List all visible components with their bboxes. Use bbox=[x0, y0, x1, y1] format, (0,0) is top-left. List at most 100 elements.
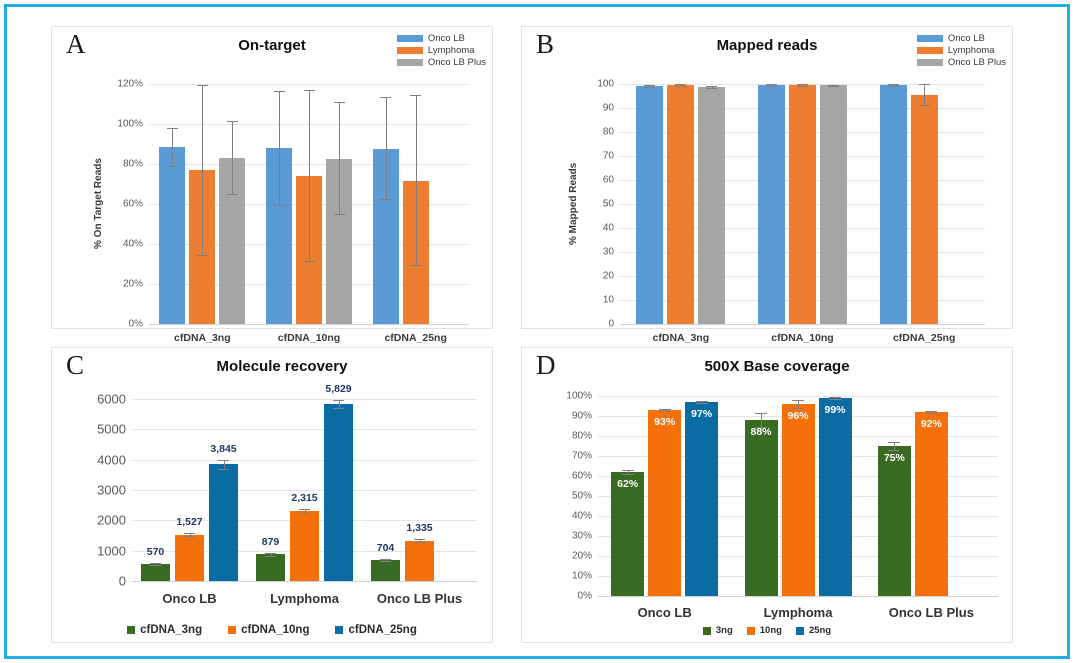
panel-b-letter: B bbox=[536, 29, 555, 59]
error-bar bbox=[338, 400, 340, 409]
error-bar bbox=[189, 533, 191, 537]
legend-a-item[interactable]: Onco LB bbox=[396, 33, 486, 44]
legend-c-item[interactable]: cfDNA_3ng bbox=[127, 624, 202, 636]
error-cap-top bbox=[333, 101, 345, 103]
error-cap-bottom bbox=[380, 560, 391, 562]
panel-d-legend: 3ng 10ng 25ng bbox=[522, 625, 1012, 636]
panel-a-letter: A bbox=[66, 29, 86, 59]
legend-c-item[interactable]: cfDNA_10ng bbox=[228, 624, 309, 636]
bar-value-label: 879 bbox=[261, 536, 280, 549]
error-bar bbox=[701, 400, 703, 404]
panel-a-x-tick: cfDNA_25ng bbox=[384, 332, 447, 344]
bar[interactable] bbox=[744, 420, 778, 596]
error-cap-bottom bbox=[226, 194, 238, 195]
panel-b-y-tick: 100 bbox=[597, 78, 614, 90]
error-bar bbox=[924, 84, 926, 106]
panel-d-y-tick: 60% bbox=[571, 470, 592, 482]
bar[interactable] bbox=[879, 85, 907, 324]
bar[interactable] bbox=[290, 510, 319, 581]
bar[interactable] bbox=[818, 398, 852, 596]
bar[interactable] bbox=[648, 410, 682, 596]
bar[interactable] bbox=[789, 85, 816, 324]
legend-d-item[interactable]: 25ng bbox=[795, 625, 831, 636]
legend-swatch-icon bbox=[795, 626, 804, 635]
error-cap-bottom bbox=[333, 214, 345, 216]
error-cap-top bbox=[196, 84, 208, 86]
panel-d-y-tick: 50% bbox=[571, 490, 592, 502]
legend-d-item[interactable]: 3ng bbox=[702, 625, 733, 636]
error-bar bbox=[172, 127, 174, 166]
error-bar bbox=[309, 90, 310, 262]
bar[interactable] bbox=[371, 559, 400, 581]
bar[interactable] bbox=[820, 85, 847, 324]
bar[interactable] bbox=[781, 404, 815, 596]
bar-value-label: 88% bbox=[750, 426, 772, 438]
bar-value-label: 93% bbox=[654, 416, 676, 428]
panel-c-y-tick: 2000 bbox=[97, 512, 126, 528]
error-cap-top bbox=[380, 97, 392, 99]
x-axis-line bbox=[598, 596, 998, 597]
bar[interactable] bbox=[685, 402, 719, 596]
legend-c-item[interactable]: cfDNA_25ng bbox=[335, 624, 417, 636]
bar-value-label: 570 bbox=[146, 545, 165, 558]
panel-c-y-tick: 4000 bbox=[97, 452, 126, 468]
bar[interactable] bbox=[910, 94, 938, 324]
gridline bbox=[132, 429, 477, 431]
bar[interactable] bbox=[877, 446, 911, 596]
legend-swatch-icon bbox=[396, 35, 423, 42]
panel-b-y-tick: 50 bbox=[602, 198, 614, 210]
error-bar bbox=[894, 442, 896, 450]
legend-d-label: 10ng bbox=[759, 625, 782, 636]
panel-a-y-tick: 100% bbox=[117, 118, 143, 130]
bar[interactable] bbox=[209, 464, 238, 581]
error-bar bbox=[798, 400, 799, 408]
bar[interactable] bbox=[667, 85, 695, 324]
panel-d-x-tick: Onco LB bbox=[637, 605, 692, 620]
error-cap-top bbox=[888, 442, 901, 443]
error-cap-bottom bbox=[414, 541, 425, 543]
legend-b-item[interactable]: Onco LB Plus bbox=[916, 57, 1006, 68]
panel-a-x-tick: cfDNA_10ng bbox=[277, 332, 341, 344]
bar[interactable] bbox=[698, 87, 726, 324]
error-cap-top bbox=[755, 413, 767, 414]
panel-a-x-tick: cfDNA_3ng bbox=[174, 332, 231, 344]
error-cap-bottom bbox=[888, 450, 901, 451]
error-cap-bottom bbox=[380, 199, 392, 201]
panel-a-y-tick: 60% bbox=[122, 198, 143, 210]
error-bar bbox=[279, 91, 280, 206]
error-cap-top bbox=[218, 459, 229, 461]
error-cap-top bbox=[887, 84, 899, 86]
panel-d-y-tick: 90% bbox=[571, 410, 592, 422]
error-bar bbox=[223, 459, 225, 469]
legend-swatch-icon bbox=[396, 59, 423, 66]
legend-a-item[interactable]: Lymphoma bbox=[396, 45, 486, 56]
legend-b-item[interactable]: Onco LB bbox=[916, 33, 1006, 44]
panel-a-y-tick: 0% bbox=[128, 318, 143, 330]
panel-c-letter: C bbox=[66, 350, 85, 380]
bar[interactable] bbox=[175, 534, 204, 581]
error-cap-top bbox=[925, 410, 938, 412]
legend-b-item[interactable]: Lymphoma bbox=[916, 45, 1006, 56]
legend-a-item[interactable]: Onco LB Plus bbox=[396, 57, 486, 68]
panel-d-plot: 0%10%20%30%40%50%60%70%80%90%100%62%93%9… bbox=[566, 391, 998, 620]
bar[interactable] bbox=[324, 404, 353, 581]
bar[interactable] bbox=[405, 540, 434, 581]
panel-d-title: 500X Base coverage bbox=[704, 358, 850, 375]
bar[interactable] bbox=[159, 146, 186, 324]
error-cap-top bbox=[658, 408, 671, 410]
panel-d-y-tick: 80% bbox=[571, 430, 592, 442]
legend-d-item[interactable]: 10ng bbox=[746, 625, 782, 636]
bar-value-label: 96% bbox=[787, 410, 809, 422]
bar[interactable] bbox=[256, 554, 285, 581]
bar-value-label: 62% bbox=[617, 478, 639, 490]
bar[interactable] bbox=[611, 472, 645, 596]
bar[interactable] bbox=[636, 85, 664, 324]
panel-d-y-tick: 20% bbox=[571, 550, 592, 562]
error-cap-bottom bbox=[797, 85, 808, 87]
bar[interactable] bbox=[914, 412, 948, 596]
bar[interactable] bbox=[141, 563, 170, 581]
bar[interactable] bbox=[758, 85, 785, 324]
panel-b-x-tick: cfDNA_3ng bbox=[652, 332, 710, 344]
panel-c-y-tick: 0 bbox=[118, 573, 126, 589]
